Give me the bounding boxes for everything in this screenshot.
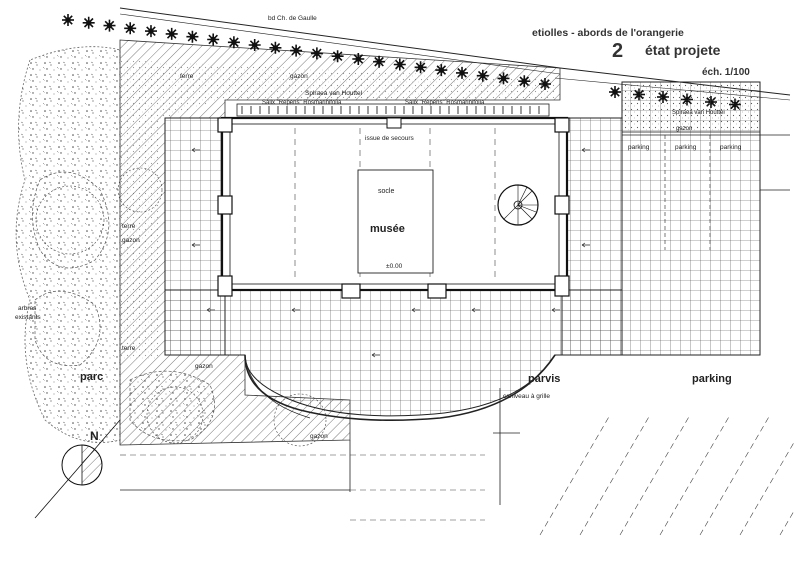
slope-arrow — [191, 147, 200, 153]
gazon-label-right: gazon — [676, 126, 692, 132]
salix-label-left: Salix "Repens" Rosmarinifolia — [262, 100, 342, 106]
level-label: ±0.00 — [386, 263, 403, 270]
drain-line — [493, 388, 520, 505]
street-label: bd Ch. de Gaulle — [268, 15, 317, 22]
slope-arrow — [206, 307, 215, 313]
slope-arrow — [471, 307, 480, 313]
slope-arrow — [291, 307, 300, 313]
title-line1: etiolles - abords de l'orangerie — [532, 27, 684, 39]
terre-label-low: terre — [122, 345, 136, 352]
parking-bay-line — [699, 414, 771, 536]
shrub-symbol — [455, 66, 469, 79]
parking-bay-line — [539, 414, 611, 536]
issue-de-secours-label: issue de secours — [365, 135, 415, 142]
shrub-symbol — [207, 33, 220, 46]
shrub-symbol — [186, 30, 199, 43]
musee-label: musée — [370, 223, 405, 235]
title-scale: éch. 1/100 — [702, 67, 750, 78]
shrub-symbol — [144, 25, 158, 38]
shrub-symbol — [352, 52, 365, 66]
shrub-symbol — [62, 14, 74, 26]
parking-label: parking — [692, 373, 732, 385]
shrub-symbol — [82, 16, 95, 29]
shrub-symbol — [518, 75, 531, 88]
parking-diagonals — [539, 414, 794, 536]
slope-arrow — [551, 307, 560, 313]
caniveau-label: caniveau à grille — [503, 393, 550, 400]
parking-slot-1: parking — [628, 144, 650, 151]
parvis-label: parvis — [528, 373, 560, 385]
gazon-label-left: gazon — [122, 237, 140, 244]
gazon-label-bottom-right: gazon — [310, 433, 328, 440]
salix-planters — [236, 103, 550, 117]
terre-label-top: terre — [180, 73, 194, 80]
slope-arrow — [191, 242, 200, 248]
parking-area — [621, 81, 790, 356]
title-block: etiolles - abords de l'orangerie 2 état … — [532, 27, 750, 78]
socle-label: socle — [378, 188, 394, 195]
spiraea-label: Spiraea van Houttei — [305, 90, 362, 97]
parking-bay-line — [779, 510, 794, 536]
parking-bay-line — [659, 414, 731, 536]
shrub-symbol — [497, 72, 510, 85]
shrub-symbol — [609, 86, 621, 98]
title-number: 2 — [612, 40, 623, 62]
slope-arrow — [371, 352, 380, 358]
terre-label-mid: terre — [122, 223, 136, 230]
shrub-symbol — [476, 69, 489, 82]
shrub-symbol — [290, 44, 303, 57]
shrub-symbol — [269, 41, 282, 54]
shrub-symbol — [539, 78, 551, 90]
shrub-symbol — [414, 61, 427, 74]
north-label: N — [90, 429, 99, 443]
gazon-label-bottom: gazon — [195, 363, 213, 370]
spiral-staircase — [497, 184, 539, 226]
existants-label: existants — [15, 314, 41, 321]
slope-arrow — [411, 307, 420, 313]
parking-slot-3: parking — [720, 144, 742, 151]
shrub-symbol — [248, 38, 261, 52]
shrub-symbol — [373, 55, 386, 68]
salix-label-right: Salix "Repens" Rosmarinifolia — [405, 100, 485, 106]
parking-bay-line — [619, 414, 691, 536]
socle-plinth — [357, 169, 434, 274]
slope-arrow — [581, 147, 590, 153]
slope-arrows — [191, 147, 590, 358]
shrub-symbol — [393, 58, 406, 71]
title-line2: état projete — [645, 42, 721, 58]
tree-canopies — [35, 167, 327, 447]
parking-bay-line — [579, 414, 651, 536]
shrub-symbol — [435, 64, 448, 77]
parc-label: parc — [80, 371, 103, 383]
shrub-symbol — [310, 47, 323, 60]
parking-bay-line — [739, 441, 794, 536]
shrub-symbol — [227, 36, 240, 49]
shrub-symbol — [331, 50, 344, 63]
musee-building — [217, 116, 570, 299]
shrub-symbol — [124, 22, 137, 35]
shrub-symbol — [103, 19, 116, 32]
shrub-symbol — [165, 27, 178, 40]
north-arrow: N — [34, 419, 121, 519]
paved-terrace — [164, 117, 623, 422]
spiraea-label-right: Spiraea van Houttei — [672, 110, 725, 116]
parking-slot-2: parking — [675, 144, 697, 151]
slope-arrow — [581, 242, 590, 248]
lower-dashed-lines — [120, 440, 485, 521]
arbres-label: arbres — [18, 305, 37, 312]
gazon-label-top: gazon — [290, 73, 308, 80]
